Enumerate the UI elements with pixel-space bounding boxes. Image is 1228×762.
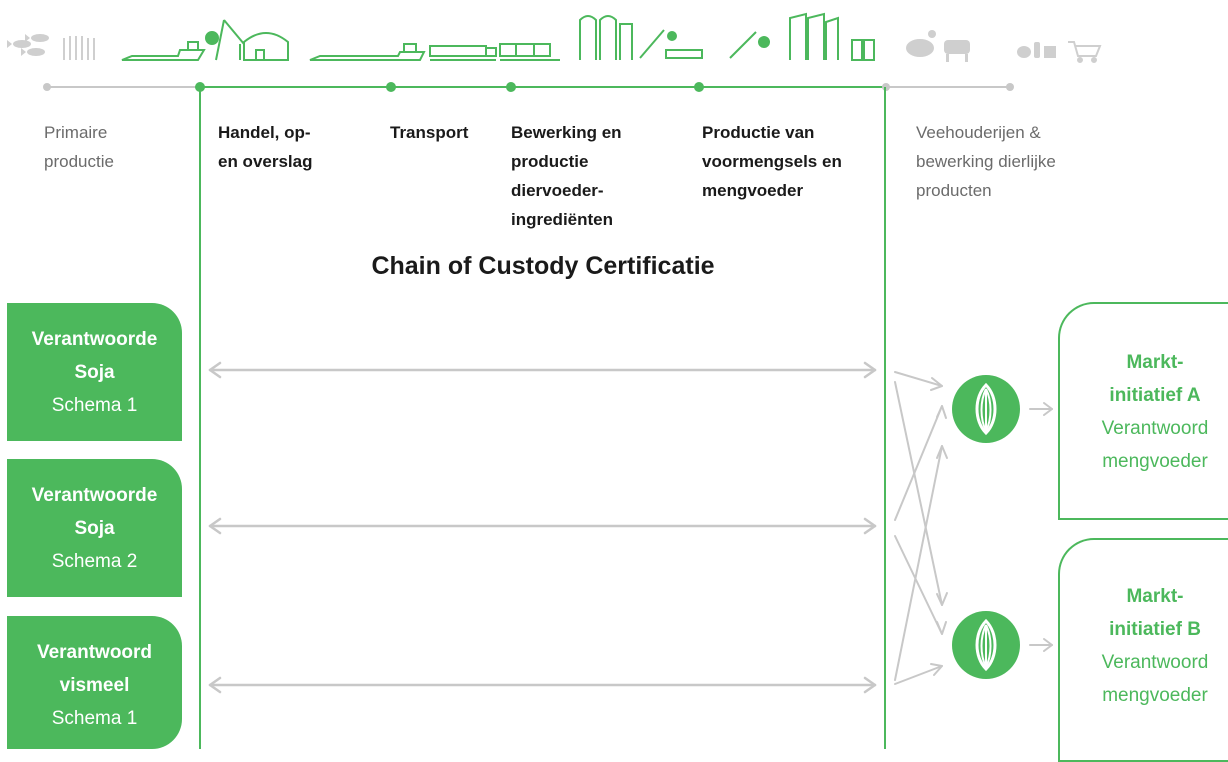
ship-icon bbox=[121, 41, 206, 61]
double-arrow bbox=[208, 676, 877, 694]
stage-premix-compound-feed: Productie van voormengsels en mengvoeder bbox=[702, 123, 842, 200]
scheme-box-soy-1: Verantwoorde Soja Schema 1 bbox=[7, 303, 182, 441]
double-arrow bbox=[208, 517, 877, 535]
market-initiative-b: Markt- initiatief B Verantwoord mengvoed… bbox=[1058, 538, 1228, 762]
timeline-dot bbox=[386, 82, 396, 92]
stage-processing-ingredients: Bewerking en productie diervoeder- ingre… bbox=[511, 123, 622, 229]
food-products-icon bbox=[1017, 42, 1056, 58]
barge-icon bbox=[309, 43, 426, 61]
scheme-box-fishmeal-1: Verantwoord vismeel Schema 1 bbox=[7, 616, 182, 749]
double-arrow bbox=[208, 361, 877, 379]
warehouse-icon bbox=[243, 32, 289, 61]
factory-icon bbox=[729, 12, 875, 61]
timeline-dot bbox=[1006, 83, 1014, 91]
market-initiative-a: Markt- initiatief A Verantwoord mengvoed… bbox=[1058, 302, 1228, 520]
certification-seal-icon bbox=[952, 375, 1020, 443]
seal-to-market-arrow bbox=[1029, 638, 1053, 652]
stage-primary-production: Primaire productie bbox=[44, 123, 114, 171]
cart-icon bbox=[1068, 41, 1102, 63]
timeline-dot bbox=[43, 83, 51, 91]
certification-seal-icon bbox=[952, 611, 1020, 679]
train-icon bbox=[499, 43, 560, 61]
process-icon-strip bbox=[7, 12, 1102, 63]
silo-icon bbox=[579, 15, 633, 60]
cow-icon bbox=[944, 40, 970, 62]
timeline-dot bbox=[694, 82, 704, 92]
fish-icon bbox=[7, 34, 49, 56]
crane-icon bbox=[205, 19, 245, 61]
scheme-box-soy-2: Verantwoorde Soja Schema 2 bbox=[7, 459, 182, 597]
routing-arrow bbox=[894, 381, 948, 606]
routing-arrow bbox=[894, 405, 947, 521]
routing-arrow bbox=[894, 371, 943, 391]
chain-of-custody-title: Chain of Custody Certificatie bbox=[371, 252, 715, 280]
routing-arrow bbox=[894, 445, 948, 681]
conveyor-icon bbox=[639, 29, 703, 59]
routing-arrow bbox=[894, 535, 947, 635]
stage-transport: Transport bbox=[390, 123, 469, 142]
routing-arrow bbox=[894, 663, 943, 685]
stage-trade-transshipment: Handel, op- en overslag bbox=[218, 123, 313, 171]
stage-livestock-processing: Veehouderijen & bewerking dierlijke prod… bbox=[916, 123, 1056, 200]
truck-icon bbox=[429, 45, 497, 61]
wheat-icon bbox=[63, 36, 95, 60]
seal-to-market-arrow bbox=[1029, 402, 1053, 416]
timeline-dot bbox=[506, 82, 516, 92]
pig-icon bbox=[906, 30, 936, 57]
